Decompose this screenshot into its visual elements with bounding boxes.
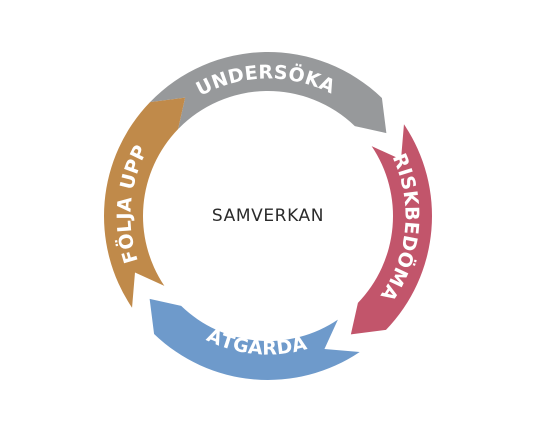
center-label: SAMVERKAN [212, 206, 324, 226]
segment-folja-upp-arrow [104, 97, 186, 308]
segment-undersoka: UNDERSÖKA [150, 52, 387, 134]
segment-atgarda-arrow [149, 298, 360, 380]
segment-riskbedoma: RISKBEDÖMA [350, 124, 432, 335]
segment-riskbedoma-arrow [350, 124, 432, 335]
segment-folja-upp: FÖLJA UPP [104, 97, 186, 308]
segment-undersoka-arrow [150, 52, 387, 134]
segment-atgarda: ÅTGÄRDA [149, 298, 360, 380]
